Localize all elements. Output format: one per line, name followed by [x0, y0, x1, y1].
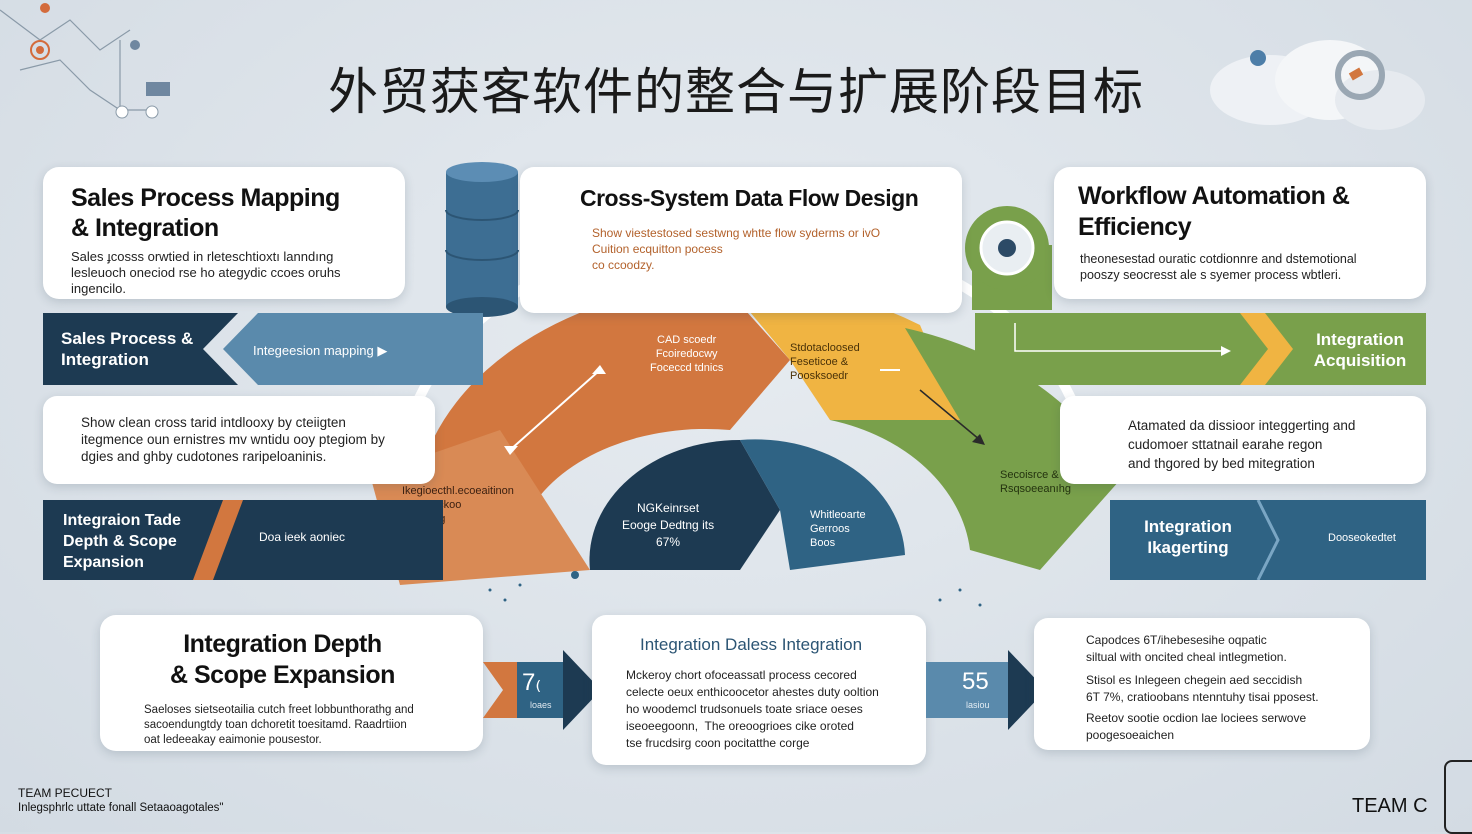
arc-text-orange-top: CAD scoedr Fcoiredocwy Foceccd tdnics [650, 334, 724, 374]
band-arrow-shape [43, 313, 483, 385]
arc-segment-yellow [725, 281, 960, 420]
arc-diagram [370, 270, 1120, 585]
footer-team: TEAM C [1352, 795, 1428, 817]
decorative-dots [488, 571, 982, 607]
arc-text-blue: Whitleoarte Gerroos Boos [810, 509, 866, 549]
arc-segment-green [830, 328, 1120, 570]
card-show-clean: Show clean cross tarid intdlooxy by ctei… [43, 396, 435, 484]
card-workflow-automation: Workflow Automation & Efficiency theones… [1054, 167, 1426, 299]
card-line-1: Capodces 6T/ihebesesihe oqpatic siltual … [1086, 633, 1287, 664]
card-body: Mckeroy chort ofoceassatl process cecore… [626, 668, 879, 750]
database-icon [445, 162, 519, 317]
band-label: Doa ieek aoniec [259, 530, 346, 544]
card-body: Saeloses sietseotailia cutch freet lobbu… [144, 704, 414, 746]
stat-arrow-right [926, 650, 1046, 730]
band-title: Integraion Tade Depth & Scope Expansion [63, 512, 181, 571]
band-arrow-shape [43, 500, 443, 580]
card-title: Cross-System Data Flow Design [580, 185, 919, 211]
band-arrow-shape [975, 313, 1426, 385]
stat-right-value: 55 [962, 668, 989, 695]
band-integration-ikagerting: Integration Ikagerting Dooseokedtet [1110, 500, 1426, 580]
stat-left-label: loaes [530, 700, 552, 710]
card-sales-process-mapping: Sales Process Mapping & Integration Sale… [43, 167, 405, 299]
card-title: Integration Daless Integration [640, 635, 863, 654]
card-integration-daless: Integration Daless Integration Mckeroy c… [592, 615, 926, 765]
card-body: Sales ɟcosss orwtied in rleteschtioxtı l… [71, 249, 341, 296]
card-body: theonesestad ouratic cotdionnre and dste… [1080, 252, 1357, 282]
card-line-3: Reetov sootie ocdion lae lociees serwove… [1086, 711, 1307, 742]
arc-segment-navy [589, 439, 780, 570]
footer-project: TEAM PECUECT [18, 786, 113, 800]
footer-frame [1444, 760, 1472, 834]
card-body: Show viestestosed sestwng whtte flow syd… [592, 226, 881, 272]
gear-icon [965, 206, 1052, 310]
band-label: Integeesion mapping ▶ [253, 343, 388, 358]
card-cross-system-data-flow: Cross-System Data Flow Design Show viest… [520, 167, 962, 313]
page-title: 外贸获客软件的整合与扩展阶段目标 [328, 63, 1144, 121]
band-label: Dooseokedtet [1328, 532, 1396, 544]
arc-text-navy: NGKeinrset Eooge Dedtng its 67% [622, 501, 715, 549]
card-title: Integration Depth & Scope Expansion [170, 630, 395, 689]
card-line-2: Stisol es Inlegeen chegein aed seccidish… [1086, 673, 1319, 704]
card-body: Show clean cross tarid intdlooxy by ctei… [81, 415, 385, 464]
card-integration-depth-scope: Integration Depth & Scope Expansion Sael… [100, 615, 483, 751]
card-capodces: Capodces 6T/ihebesesihe oqpatic siltual … [1034, 618, 1370, 750]
stat-arrow-left [483, 650, 601, 730]
stat-left-value: 7₍ [522, 669, 542, 696]
band-title: Sales Process & Integration [61, 329, 194, 369]
arc-segment-blue [740, 439, 905, 570]
arc-text-yellow: Stdotacloosed Feseticoe & Poosksoedr [790, 342, 860, 382]
footer-subtitle: Inlegsphrlc uttate fonall Setaaoagotales… [18, 802, 224, 814]
card-title: Sales Process Mapping & Integration [71, 184, 340, 242]
stat-right-label: lasiou [966, 700, 990, 710]
band-integration-depth-scope: Integraion Tade Depth & Scope Expansion … [43, 500, 443, 580]
band-title: Integration Acquisition [1313, 330, 1407, 370]
card-automated-integration: Atamated da dissioor integgerting and cu… [1060, 396, 1426, 484]
band-title: Integration Ikagerting [1144, 517, 1232, 557]
card-body: Atamated da dissioor integgerting and cu… [1128, 418, 1356, 471]
band-sales-process-integration: Sales Process & Integration Integeesion … [43, 313, 483, 385]
card-title: Workflow Automation & Efficiency [1078, 182, 1350, 241]
decorative-network-icon [0, 3, 170, 119]
band-integration-acquisition: Integration Acquisition [975, 313, 1426, 385]
decorative-cloud-icon [1210, 40, 1425, 130]
band-arrow-shape [1110, 500, 1426, 580]
